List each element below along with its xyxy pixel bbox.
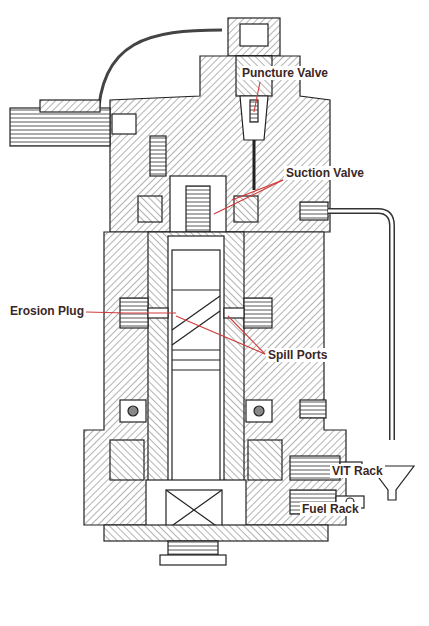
- part-label: Puncture Valve: [240, 66, 330, 80]
- part-label: Erosion Plug: [8, 304, 86, 318]
- part-label: Suction Valve: [284, 166, 366, 180]
- part-label: VIT Rack: [330, 464, 385, 478]
- part-label: Spill Ports: [266, 348, 329, 362]
- part-label: Fuel Rack: [300, 502, 361, 516]
